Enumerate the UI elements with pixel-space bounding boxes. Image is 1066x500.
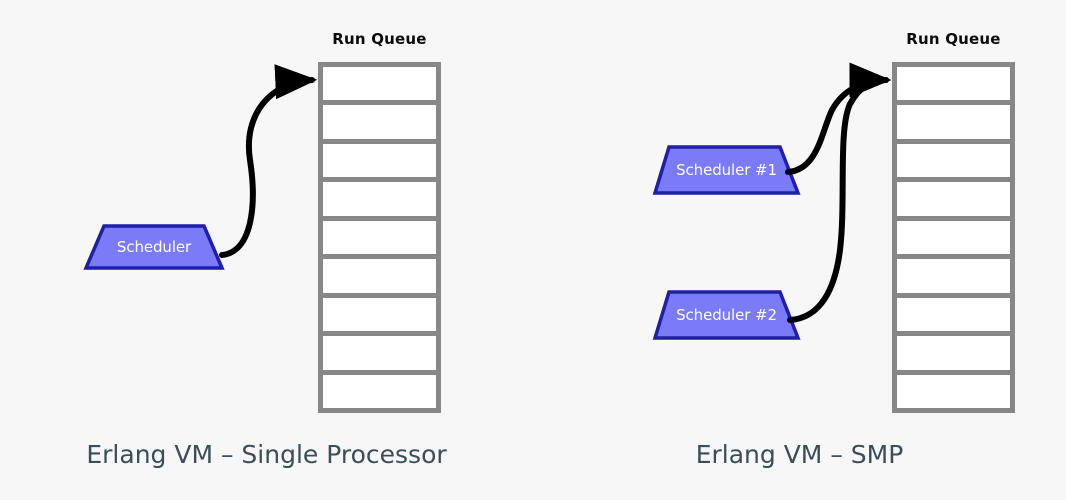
queue-cell[interactable] [897, 220, 1010, 260]
run-queue [318, 62, 441, 413]
run-queue-label: Run Queue [906, 30, 1001, 48]
queue-cell[interactable] [897, 182, 1010, 221]
scheduler-2-node[interactable]: Scheduler #2 [652, 290, 801, 340]
queue-cell[interactable] [323, 336, 436, 375]
queue-cell[interactable] [323, 182, 436, 221]
caption-smp: Erlang VM – SMP [695, 440, 904, 469]
scheduler-node[interactable]: Scheduler [83, 224, 225, 270]
queue-cell[interactable] [323, 374, 436, 408]
run-queue-label: Run Queue [332, 30, 427, 48]
queue-cell[interactable] [323, 67, 436, 106]
scheduler-trapezoid-icon [83, 224, 225, 270]
queue-cell[interactable] [897, 259, 1010, 298]
queue-cell[interactable] [897, 67, 1010, 106]
queue-cell[interactable] [897, 143, 1010, 183]
scheduler-trapezoid-icon [652, 145, 801, 195]
queue-cell[interactable] [323, 105, 436, 144]
queue-cell[interactable] [323, 143, 436, 183]
queue-cell[interactable] [897, 105, 1010, 144]
caption-single-processor: Erlang VM – Single Processor [86, 440, 447, 469]
queue-cell[interactable] [323, 220, 436, 260]
scheduler-trapezoid-icon [652, 290, 801, 340]
queue-cell[interactable] [897, 374, 1010, 408]
run-queue [892, 62, 1015, 413]
queue-cell[interactable] [897, 336, 1010, 375]
queue-cell[interactable] [323, 297, 436, 337]
diagram-single-processor: Run Queue Scheduler Erlang VM – Single P… [83, 30, 447, 469]
queue-cell[interactable] [897, 297, 1010, 337]
diagram-smp: Run Queue Scheduler #1 Scheduler #2 [533, 0, 1066, 500]
queue-cell[interactable] [323, 259, 436, 298]
scheduler-1-node[interactable]: Scheduler #1 [652, 145, 801, 195]
